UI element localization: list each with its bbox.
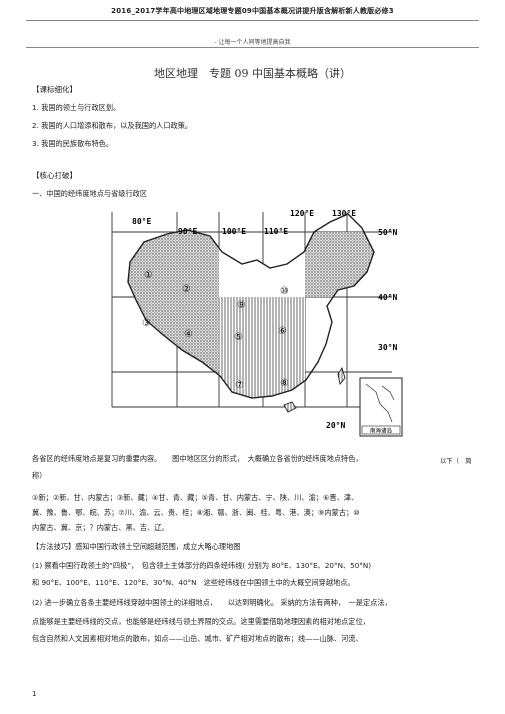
page-title: 地区地理 专题 09 中国基本概略（讲） (154, 67, 351, 80)
body-p2a: ①新；②新、甘、内蒙古；③新、藏；④甘、青、藏；⑤青、甘、内蒙古、宁、陕、川、渝… (32, 493, 359, 502)
body-p2c: 内蒙古、冀、京；？内蒙古、黑、吉、辽。 (32, 523, 169, 532)
lon-label-110: 110°E (264, 227, 288, 236)
curriculum-item-1: 1. 我国的领土与行政区划。 (32, 103, 121, 112)
region-label-10: ⑩ (280, 286, 289, 297)
region-label-2: ② (182, 284, 191, 295)
lon-label-90: 90°E (178, 227, 197, 236)
body-p5b: 点能够是主要经纬线的交点，也能够是经纬线与领土界限的交点。这里需要借助地理因素的… (32, 617, 370, 626)
lon-label-80: 80°E (132, 217, 151, 226)
document-header: 2016_2017学年高中地理区域地理专题09中国基本概况讲提升版含解析新人教版… (111, 7, 394, 15)
body-p1a: 各省区的经纬度地点是复习的重要内容。 图中地区区分的形式， 大概确立各省份的经纬… (32, 454, 363, 463)
motto-rule (26, 47, 479, 48)
body-p5a: (2) 进一步确立各条主要经纬线穿越中国领土的详细地点， 以达到明确化。 采纳的… (32, 598, 392, 607)
body-p4a: (1) 察看中国行政领土的“四极”， 包含领土主体部分的四条经纬线( 分别为 8… (32, 561, 372, 570)
region-label-9: ⑨ (237, 300, 246, 311)
motto: - 让每一个人同等地提高自我 (214, 39, 291, 46)
curriculum-item-2: 2. 我国的人口增添和散布，以及我国的人口政策。 (32, 121, 193, 130)
taiwan-island (337, 366, 346, 386)
south-china-sea-inset: 南海诸岛 (359, 377, 403, 437)
body-p3: 【方法技巧】感知中国行政领土空间超越范围，成立大略心理地图 (32, 542, 241, 551)
body-p2b: 冀、豫、鲁、鄂、皖、苏；⑦川、渝、云、贵、桂；⑧湘、赣、浙、闽、桂、粤、港、澳；… (32, 508, 360, 517)
region-label-1: ① (144, 270, 153, 281)
curriculum-item-3: 3. 我国的民族散布特色。 (32, 139, 114, 148)
china-lat-long-map: 80°E 90°E 100°E 110°E 120°E 130°E 50°N 4… (92, 202, 417, 442)
region-label-6: ⑥ (278, 326, 287, 337)
region-label-8: ⑧ (280, 378, 289, 389)
lat-label-20: 20°N (326, 421, 345, 430)
body-p5c: 包含自然和人文因素相对地点的散布，如点——山岳、城市、矿产相对地点的散布；线——… (32, 634, 363, 643)
region-label-5: ⑤ (234, 332, 243, 343)
region-label-4: ④ (184, 329, 193, 340)
lat-label-50: 50°N (378, 228, 397, 237)
lon-label-130: 130°E (332, 209, 356, 218)
region-label-3: ③ (142, 318, 151, 329)
lon-label-120: 120°E (290, 209, 314, 218)
header-rule (26, 20, 479, 21)
china-outline (127, 213, 375, 399)
body-p1b: 以下（ 简 (440, 458, 472, 465)
page-number: 1 (32, 690, 37, 698)
lat-label-40: 40°N (378, 293, 397, 302)
core-heading: 【核心打破】 (32, 171, 77, 180)
lat-label-30: 30°N (378, 343, 397, 352)
part1-heading: 一、中国的经纬度地点与省级行政区 (32, 189, 148, 198)
body-p4b: 和 90°E、100°E、110°E、120°E、30°N、40°N 这些经纬线… (32, 578, 355, 587)
lon-label-100: 100°E (222, 227, 246, 236)
region-label-7: ⑦ (235, 380, 244, 391)
body-p1c: 称） (32, 471, 47, 480)
curriculum-heading: 【课标细化】 (32, 85, 77, 94)
hainan-island (283, 401, 297, 413)
inset-label: 南海诸岛 (370, 427, 393, 435)
